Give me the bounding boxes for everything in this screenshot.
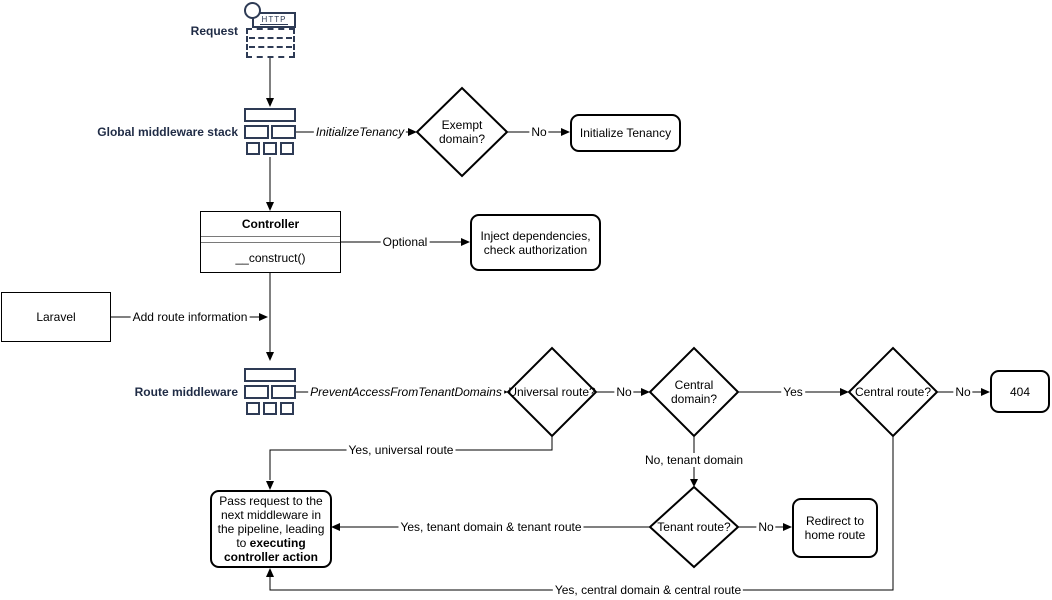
edge-label-no-tenant-route: No bbox=[756, 520, 776, 534]
edge-label-optional: Optional bbox=[380, 235, 430, 249]
global-middleware-label: Global middleware stack bbox=[97, 125, 238, 139]
arrowhead bbox=[408, 128, 417, 136]
edge-label-no-central-route: No bbox=[953, 385, 973, 399]
diamond-exempt-domain bbox=[415, 86, 509, 178]
edge-label-yes-universal-route: Yes, universal route bbox=[346, 443, 456, 457]
central-route-node: Central route? bbox=[854, 385, 932, 399]
arrowhead bbox=[690, 479, 698, 487]
arrowhead bbox=[266, 481, 274, 490]
arrowhead bbox=[561, 128, 570, 136]
http-request-icon: HTTP bbox=[240, 2, 298, 58]
edge-label-no-tenant-domain: No, tenant domain bbox=[642, 453, 746, 467]
edge-label-initialize-tenancy: InitializeTenancy bbox=[313, 125, 407, 139]
route-middleware-label: Route middleware bbox=[134, 385, 238, 399]
tenant-route-node: Tenant route? bbox=[657, 520, 731, 534]
arrowhead bbox=[783, 523, 792, 531]
diamond-central-domain bbox=[648, 346, 740, 438]
controller-attributes-section bbox=[201, 237, 340, 243]
middleware-stack-icon bbox=[244, 108, 296, 155]
redirect-home-node: Redirect to home route bbox=[792, 498, 878, 558]
arrowhead bbox=[461, 238, 470, 246]
pass-request-text: Pass request to the next middleware in t… bbox=[217, 493, 325, 565]
edge-label-prevent-access: PreventAccessFromTenantDomains bbox=[308, 385, 504, 399]
laravel-node: Laravel bbox=[1, 292, 111, 342]
pass-request-node: Pass request to the next middleware in t… bbox=[210, 490, 332, 568]
edge-label-add-route-information: Add route information bbox=[130, 310, 250, 324]
controller-title: Controller bbox=[201, 212, 340, 237]
request-label: Request bbox=[190, 24, 238, 38]
controller-method: __construct() bbox=[235, 251, 306, 265]
edge-label-yes-central: Yes, central domain & central route bbox=[552, 583, 744, 597]
edge-label-yes-central-domain: Yes bbox=[781, 385, 805, 399]
edge-label-no-universal: No bbox=[614, 385, 634, 399]
arrowhead bbox=[266, 202, 274, 211]
inject-dependencies-node: Inject dependencies, check authorization bbox=[470, 214, 601, 271]
arrowhead bbox=[266, 568, 274, 577]
arrowhead bbox=[259, 313, 268, 321]
central-domain-node: Central domain? bbox=[670, 378, 718, 406]
circle-glyph bbox=[244, 2, 261, 19]
diamond-tenant-route bbox=[648, 485, 740, 569]
arrowhead bbox=[981, 388, 990, 396]
diamond-universal-route bbox=[506, 346, 598, 438]
edge-label-yes-tenant: Yes, tenant domain & tenant route bbox=[398, 520, 584, 534]
arrowhead bbox=[331, 523, 340, 531]
arrowhead bbox=[266, 98, 274, 107]
http-badge: HTTP bbox=[252, 12, 296, 28]
404-node: 404 bbox=[990, 370, 1050, 413]
universal-route-node: Universal route? bbox=[508, 385, 596, 399]
pass-request-bold-text: executing controller action bbox=[223, 536, 318, 565]
arrowhead bbox=[641, 388, 650, 396]
http-badge-label: HTTP bbox=[259, 15, 289, 25]
arrowhead bbox=[840, 388, 849, 396]
exempt-domain-node: Exempt domain? bbox=[438, 118, 486, 146]
initialize-tenancy-node: Initialize Tenancy bbox=[570, 114, 681, 152]
controller-node: Controller __construct() bbox=[200, 211, 341, 273]
diamond-central-route bbox=[847, 346, 939, 438]
edge-label-no-exempt: No bbox=[529, 125, 549, 139]
arrowhead bbox=[266, 352, 274, 361]
route-middleware-stack-icon bbox=[244, 368, 296, 415]
request-body-dashed-box bbox=[246, 28, 295, 58]
